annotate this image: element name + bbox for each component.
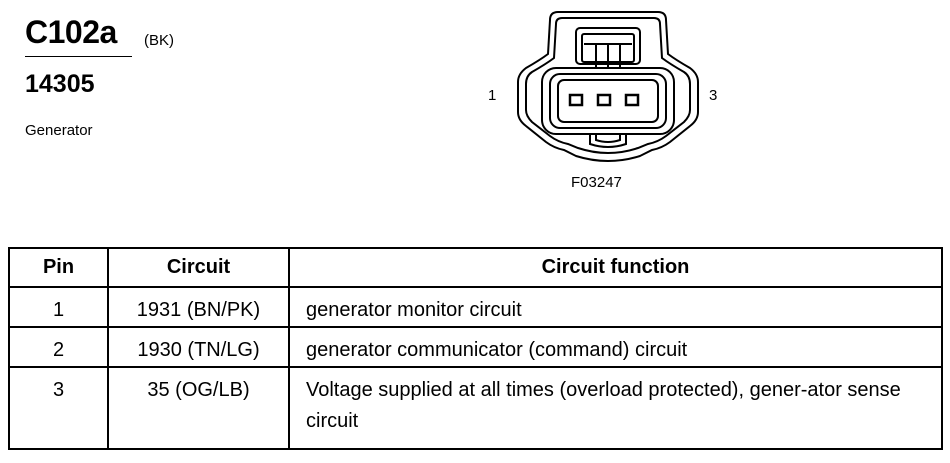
circuit-cell: 35 (OG/LB) xyxy=(107,366,290,450)
pin-1-label: 1 xyxy=(488,87,497,104)
header-circuit-function: Circuit function xyxy=(288,247,943,288)
circuit-cell: 1931 (BN/PK) xyxy=(107,286,290,328)
terminal-3 xyxy=(624,93,640,107)
component-name: Generator xyxy=(25,122,93,139)
pin-cell: 2 xyxy=(8,326,109,368)
table-row: 2 1930 (TN/LG) generator communicator (c… xyxy=(8,326,943,368)
terminal-1 xyxy=(568,93,584,107)
figure-code: F03247 xyxy=(571,174,622,191)
title-underline xyxy=(25,56,132,57)
pin-cell: 3 xyxy=(8,366,109,450)
connector-color: (BK) xyxy=(144,32,174,49)
table-row: 1 1931 (BN/PK) generator monitor circuit xyxy=(8,286,943,328)
table-header-row: Pin Circuit Circuit function xyxy=(8,247,943,288)
terminal-2 xyxy=(596,93,612,107)
connector-face-drawing xyxy=(517,11,699,162)
connector-id: C102a xyxy=(25,14,117,50)
pin-table: Pin Circuit Circuit function 1 1931 (BN/… xyxy=(8,247,943,450)
circuit-function-cell: Voltage supplied at all times (overload … xyxy=(288,366,943,450)
header-pin: Pin xyxy=(8,247,109,288)
pin-cell: 1 xyxy=(8,286,109,328)
pin-3-label: 3 xyxy=(709,87,718,104)
header-circuit: Circuit xyxy=(107,247,290,288)
circuit-cell: 1930 (TN/LG) xyxy=(107,326,290,368)
table-row: 3 35 (OG/LB) Voltage supplied at all tim… xyxy=(8,366,943,450)
circuit-function-cell: generator monitor circuit xyxy=(288,286,943,328)
part-number: 14305 xyxy=(25,70,95,98)
circuit-function-cell: generator communicator (command) circuit xyxy=(288,326,943,368)
